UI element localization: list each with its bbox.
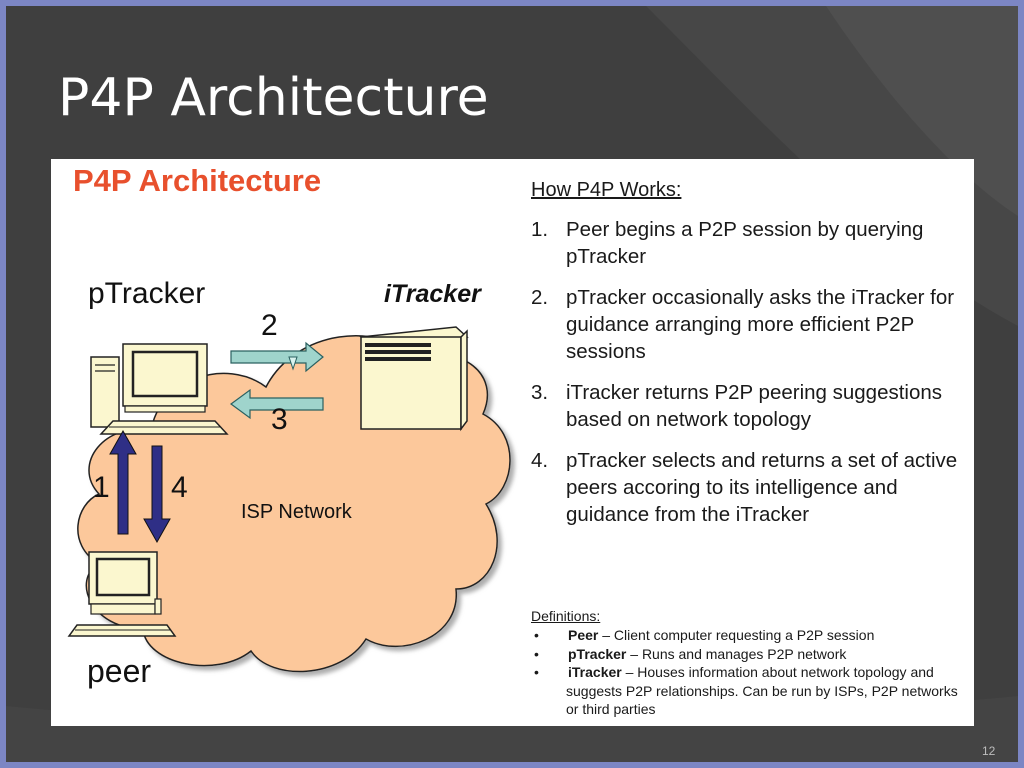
arrow-1-up	[109, 429, 137, 535]
definition-item: • pTracker – Runs and manages P2P network	[531, 645, 961, 664]
step-number: 3.	[531, 381, 549, 404]
ptracker-label: pTracker	[88, 277, 206, 310]
arrow-4-down	[143, 445, 171, 544]
arrow-3-left	[229, 388, 324, 420]
step-number: 2.	[531, 286, 549, 309]
definition-text: – Client computer requesting a P2P sessi…	[598, 627, 875, 643]
arrow-2-right	[230, 341, 324, 373]
arrow-2-cursor-icon	[288, 356, 298, 371]
how-it-works-section: How P4P Works: 1. Peer begins a P2P sessi…	[531, 179, 961, 542]
definition-text: – Runs and manages P2P network	[626, 645, 847, 662]
ptracker-computer-icon	[90, 343, 229, 435]
content-panel: P4P Architecture	[51, 159, 974, 726]
peer-computer-icon	[67, 551, 177, 637]
step-text: Peer begins a P2P session by querying pT…	[566, 218, 924, 268]
definition-text: – Houses information about network topol…	[566, 664, 958, 717]
step-item: 1. Peer begins a P2P session by querying …	[531, 216, 961, 270]
step-number: 4.	[531, 449, 549, 472]
step-text: pTracker occasionally asks the iTracker …	[566, 286, 955, 363]
architecture-diagram	[67, 326, 511, 673]
bullet: •	[534, 664, 539, 680]
step-item: 4. pTracker selects and returns a set of …	[531, 447, 961, 528]
step-item: 2. pTracker occasionally asks the iTracke…	[531, 284, 961, 365]
page-number: 12	[982, 744, 996, 758]
steps-list: 1. Peer begins a P2P session by querying …	[531, 216, 961, 528]
itracker-server-icon	[359, 326, 469, 432]
bullet: •	[534, 627, 539, 643]
definitions-list: • Peer – Client computer requesting a P2P…	[531, 626, 961, 719]
slide: P4P Architecture P4P Architecture	[6, 6, 1018, 762]
arrow-1-number: 1	[93, 471, 110, 504]
diagram-title: P4P Architecture	[73, 163, 322, 198]
arrow-3-number: 3	[271, 403, 288, 436]
definition-term: pTracker	[568, 645, 627, 662]
step-text: iTracker returns P2P peering suggestions…	[566, 381, 943, 431]
definition-item: • Peer – Client computer requesting a P2P…	[531, 626, 961, 645]
definitions-section: Definitions: • Peer – Client computer req…	[531, 608, 961, 719]
step-number: 1.	[531, 218, 549, 241]
definition-item: • iTracker – Houses information about net…	[531, 663, 961, 719]
itracker-label: iTracker	[384, 280, 481, 308]
peer-label: peer	[87, 653, 152, 689]
step-item: 3. iTracker returns P2P peering suggestio…	[531, 379, 961, 433]
step-text: pTracker selects and returns a set of ac…	[566, 449, 958, 526]
definition-term: iTracker	[568, 664, 622, 680]
slide-title: P4P Architecture	[58, 68, 489, 128]
how-it-works-heading: How P4P Works:	[531, 179, 682, 201]
isp-network-label: ISP Network	[241, 501, 352, 523]
definition-term: Peer	[568, 627, 599, 643]
bullet: •	[534, 645, 539, 662]
definitions-heading: Definitions:	[531, 608, 601, 624]
arrow-2-number: 2	[261, 309, 278, 342]
arrow-4-number: 4	[171, 471, 188, 504]
